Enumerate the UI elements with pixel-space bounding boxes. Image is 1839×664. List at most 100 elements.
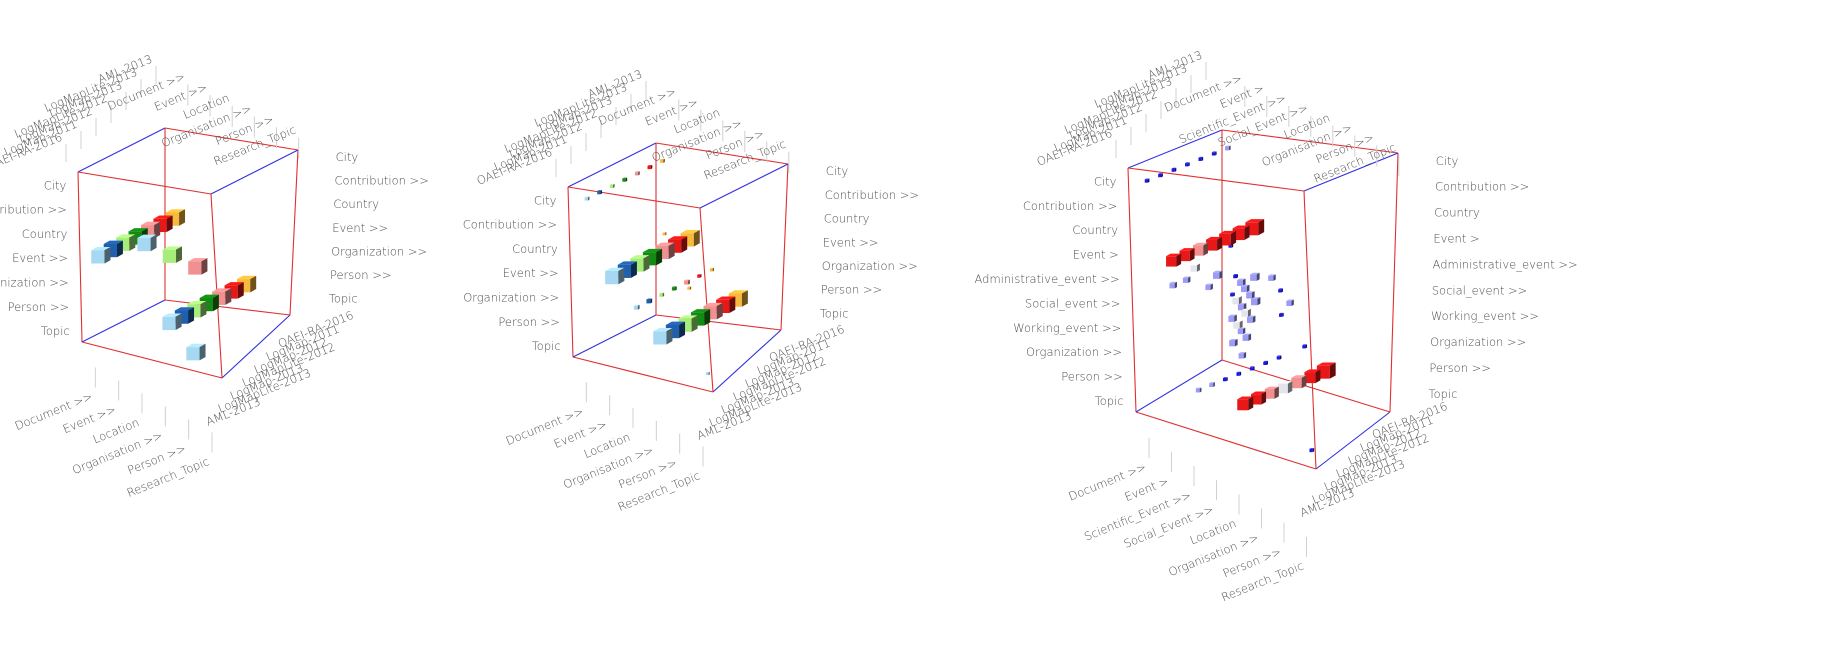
- cube-face-top: [1304, 369, 1321, 373]
- cube-face-top: [609, 183, 615, 185]
- cube-face-side: [1215, 151, 1217, 156]
- cube-face-side: [129, 234, 136, 251]
- data-cube: [162, 246, 182, 263]
- cube-face-side: [179, 209, 186, 226]
- cube-face-side: [1246, 284, 1250, 293]
- cube-face-top: [1232, 296, 1242, 298]
- cube-face-top: [1251, 391, 1267, 395]
- cube-face-front: [1228, 316, 1235, 322]
- data-cube: [1233, 274, 1238, 279]
- cube-face-top: [709, 267, 715, 269]
- cube-face-top: [1233, 274, 1238, 275]
- cube-edge: [572, 314, 657, 358]
- cube-face-front: [137, 237, 151, 252]
- data-cube: [655, 242, 675, 260]
- cube-face-front: [709, 268, 713, 272]
- cube-face-side: [618, 267, 625, 285]
- data-cube: [188, 258, 208, 275]
- cube-face-front: [1279, 313, 1283, 317]
- cube-face-side: [154, 221, 161, 239]
- cube-face-top: [678, 315, 698, 319]
- cube-face-front: [1291, 377, 1302, 389]
- cube-face-side: [1189, 248, 1195, 262]
- cube-face-top: [162, 313, 182, 317]
- axis-label-ontology-a-right: City: [1436, 154, 1459, 168]
- cube-face-top: [728, 290, 748, 294]
- axis-label-ontology-a-left: Event >>: [12, 251, 68, 265]
- cube-face-top: [140, 221, 161, 226]
- data-cube: [1169, 281, 1177, 289]
- cube-face-front: [1237, 328, 1243, 335]
- data-cube: [605, 267, 625, 285]
- cube-face-side: [1282, 312, 1284, 317]
- cube-face-top: [647, 165, 653, 166]
- data-cube: [1224, 145, 1231, 151]
- cube-face-top: [1268, 274, 1276, 276]
- cube-face-side: [1197, 263, 1200, 272]
- cube-edge: [1127, 167, 1305, 192]
- axis-label-ontology-a-left: Organization >>: [1026, 345, 1122, 359]
- cube-face-front: [1185, 163, 1189, 167]
- axis-label-ontology-a-left: Contribution >>: [463, 218, 557, 232]
- data-cube: [1192, 242, 1208, 256]
- data-cube: [653, 327, 673, 345]
- axis-label-ontology-a-left: Person >>: [498, 315, 560, 329]
- axis-label-ontology-a-right: City: [336, 150, 359, 164]
- cube-face-front: [1169, 283, 1175, 289]
- cube-face-side: [1234, 314, 1237, 322]
- cube-face-front: [1302, 345, 1306, 349]
- cube-face-top: [605, 267, 625, 271]
- cube-face-front: [1190, 265, 1198, 272]
- axis-label-ontology-a-right: Organization >>: [331, 244, 427, 258]
- cube-face-side: [1281, 288, 1283, 293]
- axis-label-ontology-a-left: Social_event >>: [1025, 296, 1121, 310]
- cube-face-side: [600, 190, 603, 195]
- cube-face-top: [1228, 314, 1237, 317]
- cube-face-side: [1247, 308, 1251, 317]
- cube-face-side: [1274, 386, 1279, 399]
- axis-label-ontology-a-right: Person >>: [330, 268, 392, 282]
- cube-face-top: [1286, 299, 1294, 301]
- cube-face-front: [1158, 173, 1162, 178]
- cube-face-top: [187, 300, 207, 305]
- cube-face-front: [1166, 256, 1177, 267]
- cube-face-top: [91, 246, 111, 251]
- cube-face-side: [1244, 225, 1250, 241]
- cube-face-side: [1315, 369, 1321, 384]
- data-cube: [1304, 369, 1321, 384]
- axis-label-ontology-a-right: Country: [824, 212, 870, 226]
- data-cube: [186, 343, 206, 361]
- cube-face-side: [200, 300, 207, 318]
- cube-face-top: [655, 242, 675, 246]
- data-cube: [646, 298, 653, 304]
- cube-edge: [77, 171, 83, 343]
- cube-face-top: [1211, 151, 1217, 153]
- cube-face-side: [1213, 382, 1215, 388]
- cube-face-side: [199, 343, 206, 361]
- cube-face-side: [1273, 274, 1276, 281]
- cube-face-side: [1210, 283, 1213, 291]
- data-cube: [705, 371, 710, 376]
- cube-face-front: [1241, 310, 1248, 317]
- cube-face-side: [1257, 297, 1261, 306]
- data-cube: [1195, 387, 1202, 393]
- cube-edge: [1315, 411, 1391, 470]
- cube-edge: [1303, 190, 1317, 470]
- cube-face-top: [630, 255, 650, 259]
- data-cube: [1211, 151, 1217, 156]
- cube-face-front: [1241, 286, 1247, 293]
- cube-face-top: [1171, 167, 1177, 169]
- data-cube: [1237, 327, 1246, 335]
- axis-label-ontology-a-left: Country: [1072, 223, 1118, 237]
- axis-label-ontology-a-right: Country: [1434, 206, 1480, 220]
- cube-face-front: [1246, 292, 1252, 299]
- cube-face-side: [212, 294, 219, 312]
- cube-face-top: [705, 371, 710, 373]
- cube-face-top: [1236, 371, 1242, 373]
- cube-face-top: [1205, 283, 1213, 285]
- cube-edge: [567, 142, 657, 188]
- cube-face-side: [1242, 327, 1246, 335]
- cube-face-side: [1312, 448, 1315, 453]
- cube-face-side: [1226, 377, 1228, 382]
- cube-face-front: [1182, 277, 1189, 283]
